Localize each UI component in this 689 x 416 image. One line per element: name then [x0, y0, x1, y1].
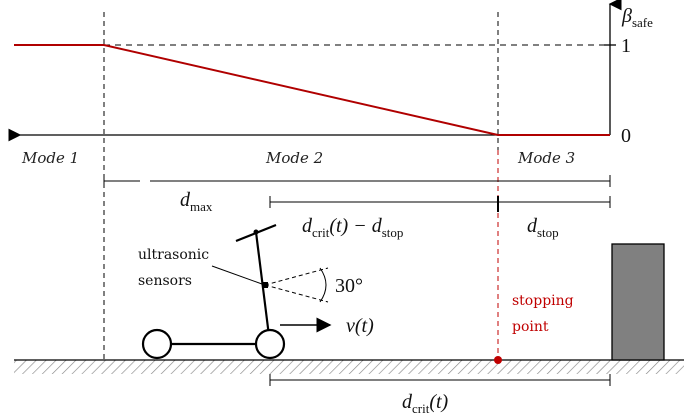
angle-label: 30° [335, 275, 363, 297]
stopping-point-dot [494, 356, 502, 364]
mode-1-label: Mode 1 [21, 149, 79, 167]
mode-2-label: Mode 2 [265, 149, 323, 167]
beta-label: βsafe [621, 5, 653, 30]
obstacle [611, 243, 665, 361]
tick-zero-label: 0 [621, 125, 631, 147]
d-crit-label: dcrit(t) [402, 391, 449, 416]
ground-hatch [14, 360, 684, 374]
stopping-label-line2: point [512, 319, 549, 335]
scooter [141, 223, 286, 360]
sensor-label-line1: ultrasonic [138, 247, 209, 263]
sensor-pointer [211, 265, 263, 285]
tick-one-label: 1 [621, 35, 631, 57]
d-stop-label: dstop [527, 215, 559, 240]
d-crit-minus-stop-label: dcrit(t) − dstop [302, 215, 403, 240]
sensor-cone [264, 267, 329, 303]
stopping-label-line1: stopping [512, 293, 574, 309]
mode-3-label: Mode 3 [517, 149, 575, 167]
d-max-label: dmax [180, 189, 213, 214]
sensor-label-line2: sensors [138, 273, 192, 289]
beta-safe-curve [14, 44, 610, 136]
velocity-label: v(t) [346, 315, 374, 337]
